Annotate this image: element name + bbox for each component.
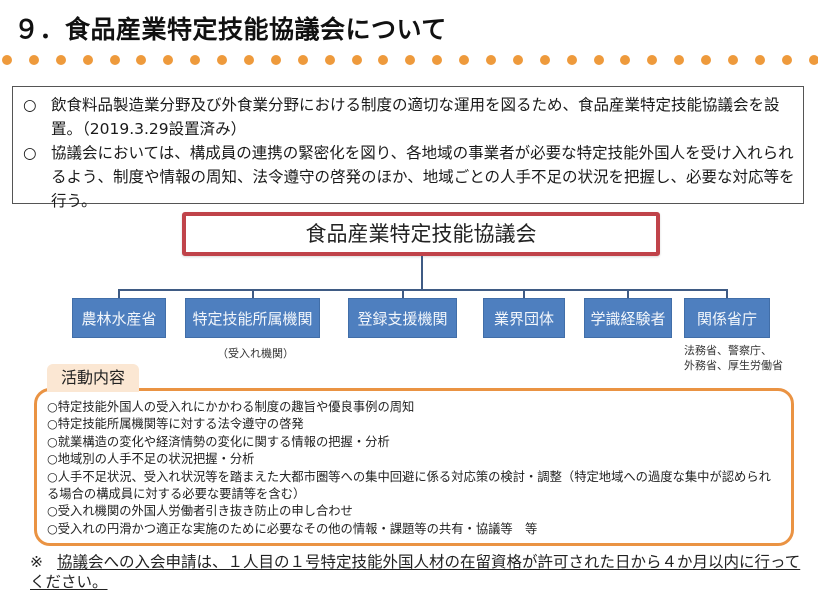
dot-icon — [728, 55, 739, 65]
circle-bullet-icon: ○ — [23, 144, 37, 162]
dot-icon — [432, 55, 443, 65]
dot-icon — [566, 55, 577, 65]
dot-icon — [486, 55, 497, 65]
connector-horizontal — [118, 289, 728, 291]
dot-icon — [55, 55, 66, 65]
member-box-maff: 農林水産省 — [72, 298, 166, 338]
activity-item: ○特定技能外国人の受入れにかかわる制度の趣旨や優良事例の周知 — [47, 400, 415, 414]
connector-branch — [118, 289, 120, 298]
member-box-accepting-org: 特定技能所属機関 — [185, 298, 320, 338]
member-box-industry-groups: 業界団体 — [483, 298, 565, 338]
dot-icon — [244, 55, 255, 65]
member-note-ministries-line1: 法務省、警察庁、 — [684, 344, 772, 357]
dot-icon — [109, 55, 120, 65]
activities-box: ○特定技能外国人の受入れにかかわる制度の趣旨や優良事例の周知 ○特定技能所属機関… — [34, 388, 794, 546]
dot-icon — [163, 55, 174, 65]
dot-icon — [82, 55, 93, 65]
connector-branch — [523, 289, 525, 298]
member-box-related-ministries: 関係省庁 — [684, 298, 770, 338]
intro-item: ○ 飲食料品製造業分野及び外食業分野における制度の適切な運用を図るため、食品産業… — [23, 93, 795, 141]
dot-icon — [754, 55, 765, 65]
connector-branch — [252, 289, 254, 298]
dot-icon — [674, 55, 685, 65]
connector-vertical-main — [421, 256, 423, 290]
dot-icon — [190, 55, 201, 65]
dot-icon — [270, 55, 281, 65]
activity-item: ○地域別の人手不足の状況把握・分析 — [47, 452, 255, 467]
circle-bullet-icon: ○ — [23, 96, 37, 114]
dot-icon — [620, 55, 631, 65]
dot-icon — [378, 55, 389, 65]
intro-item: ○ 協議会においては、構成員の連携の緊密化を図り、各地域の事業者が必要な特定技能… — [23, 141, 795, 213]
intro-box: ○ 飲食料品製造業分野及び外食業分野における制度の適切な運用を図るため、食品産業… — [12, 86, 804, 210]
dot-icon — [2, 55, 12, 65]
dot-icon — [324, 55, 335, 65]
connector-branch — [726, 289, 728, 298]
activity-item: ○受入れ機関の外国人労働者引き抜き防止の申し合わせ — [47, 504, 353, 519]
connector-branch — [627, 289, 629, 298]
dot-icon — [405, 55, 416, 65]
footnote-text: 協議会への入会申請は、１人目の１号特定技能外国人材の在留資格が許可された日から４… — [30, 553, 801, 591]
activity-item: ○受入れの円滑かつ適正な実施のために必要なその他の情報・課題等の共有・協議等 等 — [47, 521, 538, 536]
activities-heading: 活動内容 — [47, 364, 139, 392]
member-box-academics: 学識経験者 — [584, 298, 672, 338]
dot-icon — [593, 55, 604, 65]
footnote: ※協議会への入会申請は、１人目の１号特定技能外国人材の在留資格が許可された日から… — [30, 552, 810, 592]
dot-icon — [539, 55, 550, 65]
dot-icon — [28, 55, 39, 65]
dot-icon — [512, 55, 523, 65]
activity-item: ○就業構造の変化や経済情勢の変化に関する情報の把握・分析 — [47, 434, 390, 449]
connector-branch — [402, 289, 404, 298]
dot-icon — [781, 55, 792, 65]
dot-icon — [297, 55, 308, 65]
activity-item: ○特定技能所属機関等に対する法令遵守の啓発 — [47, 417, 304, 432]
dot-icon — [136, 55, 147, 65]
reference-mark: ※ — [30, 553, 43, 571]
member-note-ministries-line2: 外務省、厚生労働省 — [684, 359, 783, 372]
member-box-registered-support: 登録支援機関 — [348, 298, 457, 338]
member-note-accepting-org: （受入れ機関） — [217, 347, 294, 360]
dot-icon — [701, 55, 712, 65]
dot-icon — [808, 55, 818, 65]
dotted-divider — [2, 53, 818, 67]
activity-item: ○人手不足状況、受入れ状況等を踏まえた大都市圏等への集中回避に係る対応策の検討・… — [47, 469, 771, 502]
page-title: ９．食品産業特定技能協議会について — [14, 15, 447, 44]
intro-text: 協議会においては、構成員の連携の緊密化を図り、各地域の事業者が必要な特定技能外国… — [51, 144, 795, 210]
intro-text: 飲食料品製造業分野及び外食業分野における制度の適切な運用を図るため、食品産業特定… — [51, 96, 780, 138]
dot-icon — [647, 55, 658, 65]
dot-icon — [459, 55, 470, 65]
dot-icon — [351, 55, 362, 65]
dot-icon — [217, 55, 228, 65]
council-box: 食品産業特定技能協議会 — [182, 212, 660, 256]
